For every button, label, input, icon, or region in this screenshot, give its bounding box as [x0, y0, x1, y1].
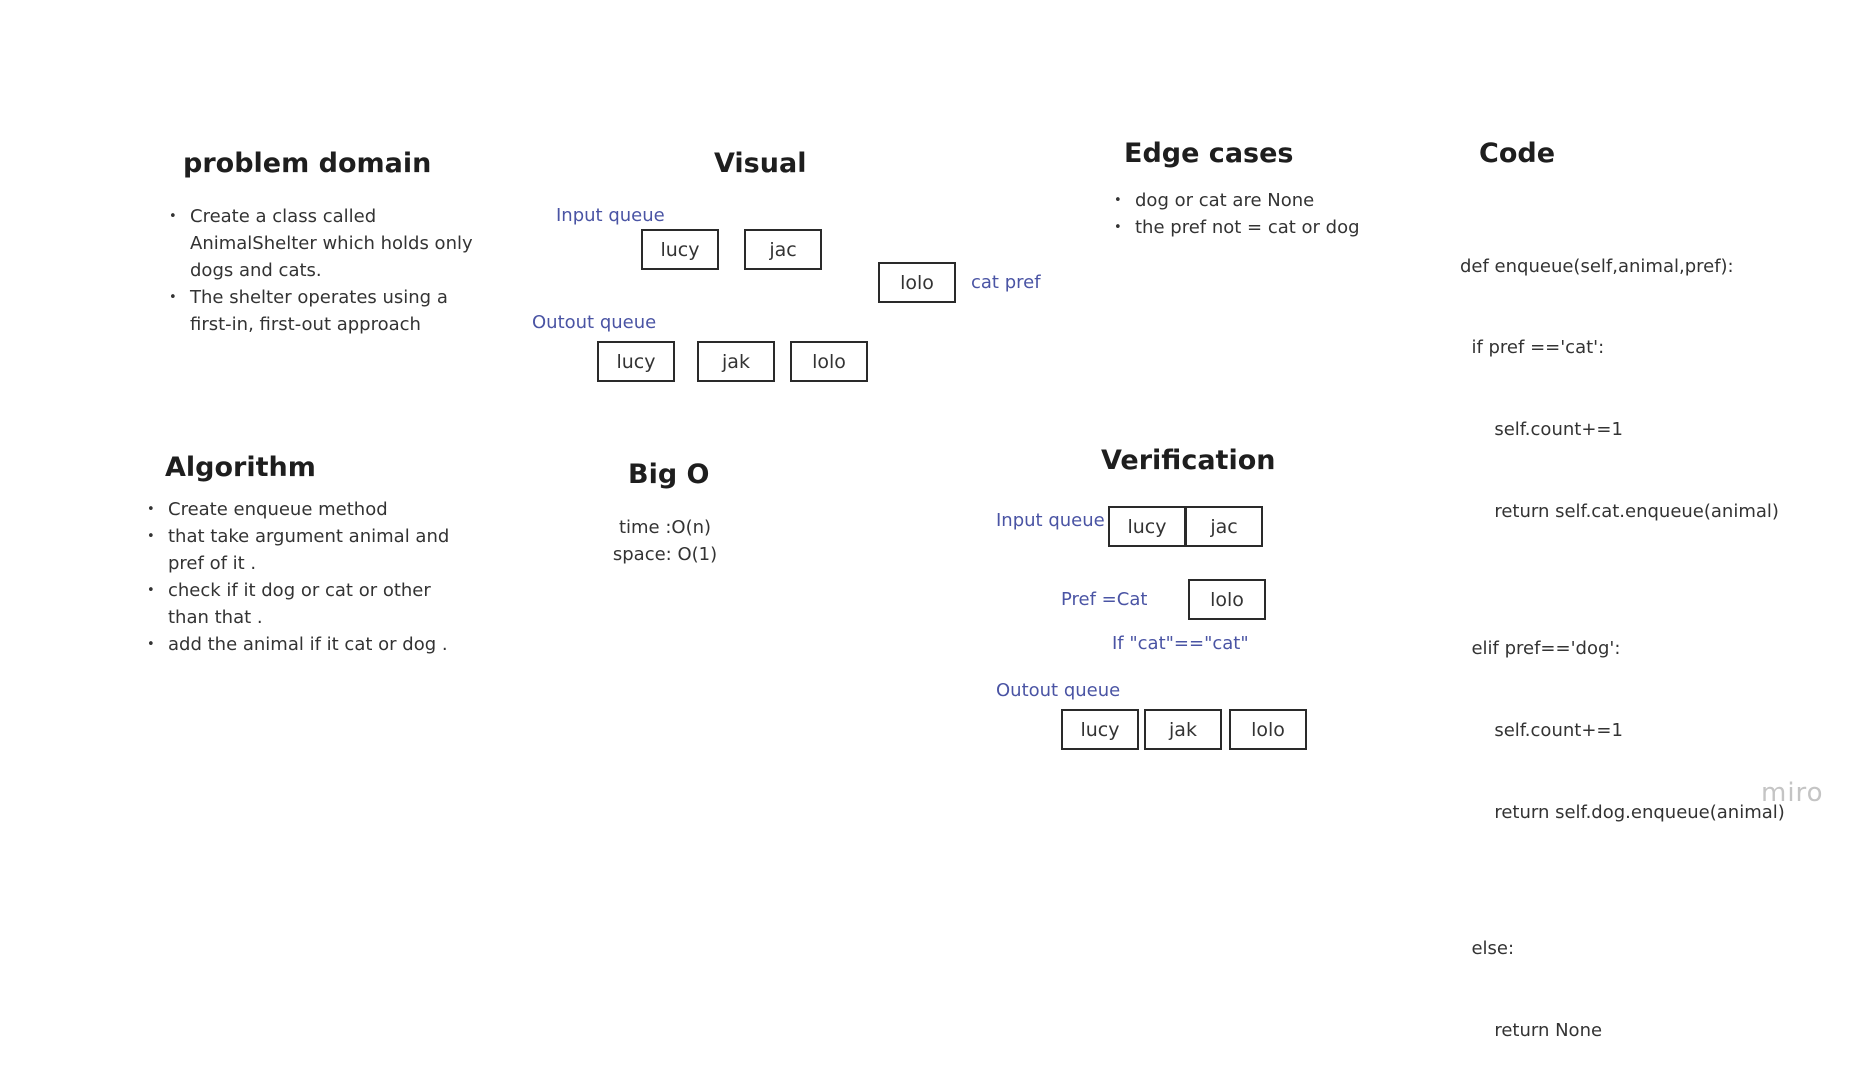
visual-output-item: lolo	[790, 341, 868, 382]
algorithm-item: Create enqueue method	[147, 496, 457, 523]
problem-domain-list: Create a class called AnimalShelter whic…	[169, 203, 494, 338]
algorithm-item: that take argument animal and pref of it…	[147, 523, 457, 577]
verification-output-item: lucy	[1061, 709, 1139, 750]
verification-title: Verification	[1101, 445, 1276, 476]
code-line: elif pref=='dog':	[1460, 637, 1621, 659]
verification-input-item: lucy	[1108, 506, 1186, 547]
code-line: def enqueue(self,animal,pref):	[1460, 255, 1734, 277]
code-line: else:	[1460, 938, 1515, 960]
visual-input-item: lucy	[641, 229, 719, 270]
edge-cases-title: Edge cases	[1124, 138, 1294, 169]
code-title: Code	[1479, 138, 1556, 169]
verification-input-item: jac	[1185, 506, 1263, 547]
problem-domain-title: problem domain	[183, 148, 432, 179]
visual-input-queue-label: Input queue	[556, 205, 665, 226]
visual-output-item: jak	[697, 341, 775, 382]
algorithm-list: Create enqueue method that take argument…	[147, 496, 457, 658]
visual-input-item: jac	[744, 229, 822, 270]
visual-title: Visual	[714, 148, 807, 179]
big-o-space: space: O(1)	[612, 544, 718, 565]
big-o-title: Big O	[628, 459, 710, 490]
algorithm-item: add the animal if it cat or dog .	[147, 631, 457, 658]
verification-output-item: jak	[1144, 709, 1222, 750]
code-line: return self.cat.enqueue(animal)	[1460, 501, 1779, 523]
problem-domain-item: Create a class called AnimalShelter whic…	[169, 203, 494, 284]
code-line: return self.dog.enqueue(animal)	[1460, 801, 1785, 823]
edge-case-item: the pref not = cat or dog	[1114, 214, 1454, 241]
visual-pref-label: cat pref	[971, 272, 1041, 293]
edge-cases-list: dog or cat are None the pref not = cat o…	[1114, 187, 1454, 241]
verification-condition: If "cat"=="cat"	[1112, 633, 1249, 654]
big-o-time: time :O(n)	[618, 517, 712, 538]
code-block: def enqueue(self,animal,pref): if pref =…	[1460, 198, 1785, 1072]
verification-input-queue-label: Input queue	[996, 510, 1105, 531]
miro-logo: miro	[1761, 778, 1824, 808]
algorithm-item: check if it dog or cat or other than tha…	[147, 577, 457, 631]
verification-output-item: lolo	[1229, 709, 1307, 750]
code-line: return None	[1460, 1019, 1603, 1041]
code-line: if pref =='cat':	[1460, 337, 1605, 359]
code-line: self.count+=1	[1460, 419, 1623, 441]
code-line: self.count+=1	[1460, 719, 1623, 741]
problem-domain-item: The shelter operates using a first-in, f…	[169, 284, 494, 338]
edge-case-item: dog or cat are None	[1114, 187, 1454, 214]
verification-output-queue-label: Outout queue	[996, 680, 1121, 701]
verification-pref-item: lolo	[1188, 579, 1266, 620]
visual-output-queue-label: Outout queue	[532, 312, 657, 333]
visual-output-item: lucy	[597, 341, 675, 382]
algorithm-title: Algorithm	[165, 452, 316, 483]
visual-pref-item: lolo	[878, 262, 956, 303]
verification-pref-label: Pref =Cat	[1061, 589, 1148, 610]
